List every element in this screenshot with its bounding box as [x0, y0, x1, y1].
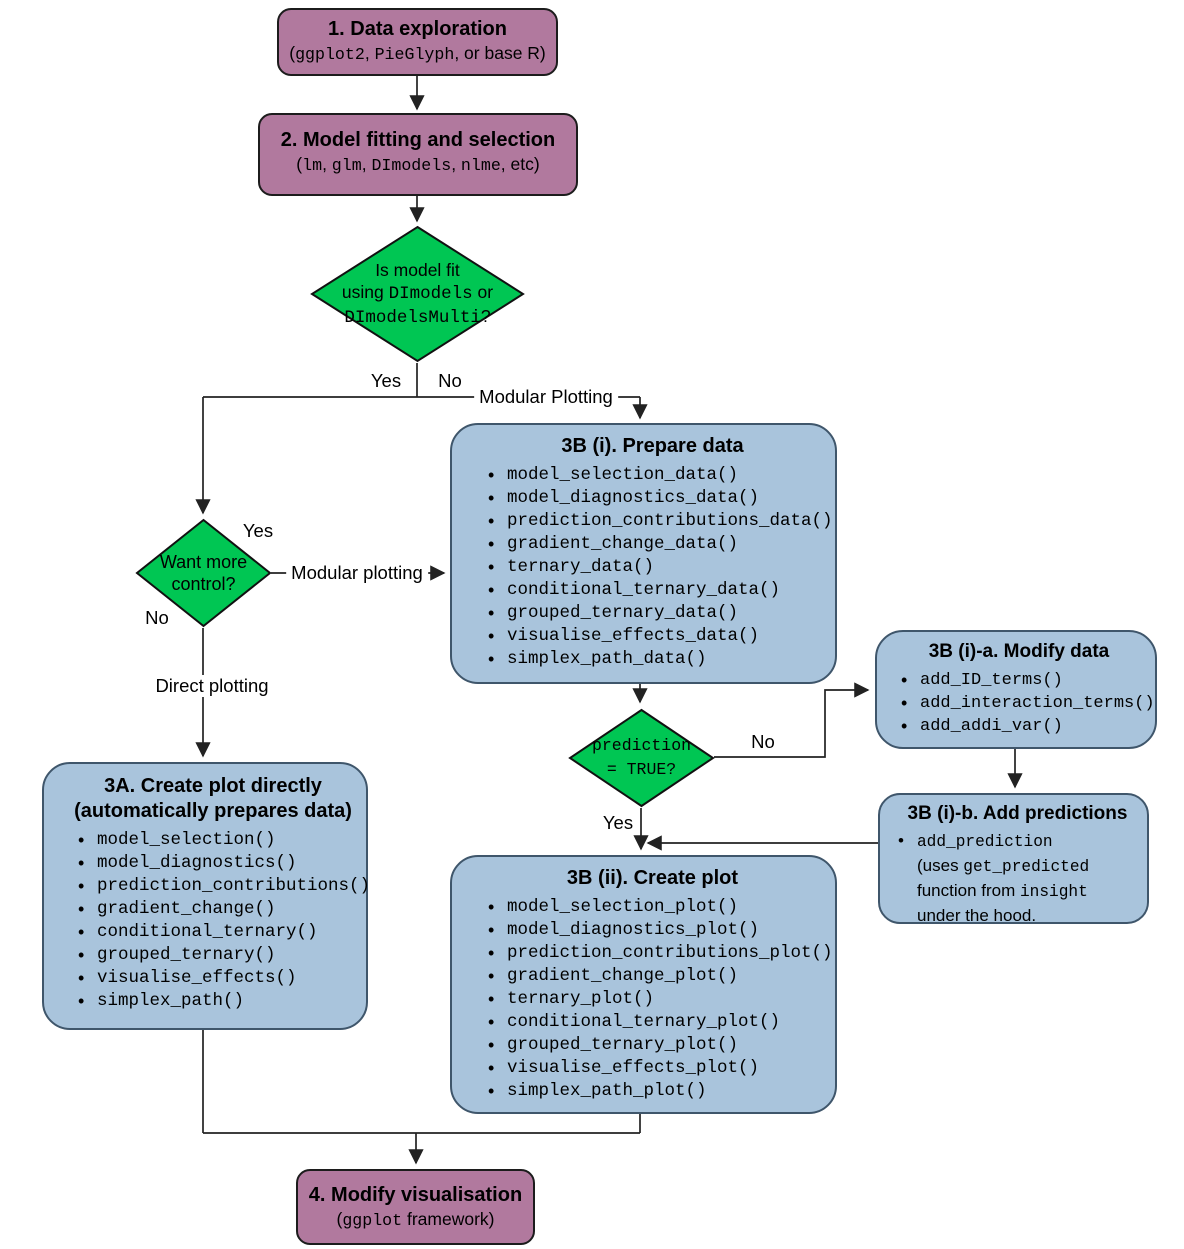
node-title: 3B (ii). Create plot — [566, 867, 739, 889]
node-title: 4. Modify visualisation — [308, 1184, 523, 1206]
function-list-item: model_selection_plot() — [486, 896, 835, 919]
node-title: 2. Model fitting and selection — [280, 129, 556, 151]
function-list-item: visualise_effects_plot() — [486, 1057, 835, 1080]
function-list-item: conditional_ternary_data() — [486, 579, 835, 602]
function-list-item: gradient_change() — [76, 898, 366, 921]
function-list-item: simplex_path_plot() — [486, 1080, 835, 1103]
function-list-item: model_selection() — [76, 829, 366, 852]
edge-label-yes-d2: Yes — [237, 520, 279, 542]
decision-is-dimodels-fit: Is model fit using DImodels or DImodelsM… — [310, 225, 525, 363]
node-1-data-exploration: 1. Data exploration (ggplot2, PieGlyph, … — [277, 8, 558, 76]
node-title: 1. Data exploration — [328, 18, 507, 40]
decision-text: Is model fit using DImodels or DImodelsM… — [341, 260, 494, 328]
function-list-item: add_addi_var() — [899, 715, 1155, 738]
edge-label-modular-plotting-top: Modular Plotting — [474, 386, 618, 408]
node-subtitle: (ggplot framework) — [336, 1209, 495, 1230]
decision-want-more-control: Want more control? — [135, 518, 272, 628]
function-list-item: add_ID_terms() — [899, 669, 1155, 692]
edge-label-no-d3: No — [746, 731, 780, 753]
node-3bii-create-plot: 3B (ii). Create plot model_selection_plo… — [450, 855, 837, 1114]
function-list-item: prediction_contributions_plot() — [486, 942, 835, 965]
node-3a-create-plot-directly: 3A. Create plot directly (automatically … — [42, 762, 370, 1030]
function-list-item: conditional_ternary_plot() — [486, 1011, 835, 1034]
node-title-line2: (automatically prepares data) — [74, 800, 352, 822]
node-title: 3B (i)-b. Add predictions — [907, 803, 1128, 824]
node-title: 3B (i). Prepare data — [561, 435, 744, 457]
function-list-item: gradient_change_data() — [486, 533, 835, 556]
function-list-item: simplex_path() — [76, 990, 366, 1013]
function-list-item: model_diagnostics() — [76, 852, 366, 875]
diamond-shape — [310, 225, 525, 363]
function-list: model_selection_plot() model_diagnostics… — [470, 896, 835, 1103]
function-list-item: prediction_contributions_data() — [486, 510, 835, 533]
function-list-item: grouped_ternary_plot() — [486, 1034, 835, 1057]
edge-label-yes-d3: Yes — [597, 812, 639, 834]
function-list-item: grouped_ternary() — [76, 944, 366, 967]
diamond-shape — [135, 518, 272, 628]
function-list-item: conditional_ternary() — [76, 921, 366, 944]
edge-label-modular-plotting-left: Modular plotting — [286, 562, 428, 584]
decision-text: Want more control? — [159, 552, 248, 594]
decision-prediction-true: prediction = TRUE? — [568, 708, 715, 808]
node-3bib-add-predictions: 3B (i)-b. Add predictions add_prediction… — [878, 793, 1149, 927]
node-2-model-fitting: 2. Model fitting and selection (lm, glm,… — [258, 113, 578, 196]
function-list-item: ternary_plot() — [486, 988, 835, 1011]
function-list-item: model_diagnostics_plot() — [486, 919, 835, 942]
edge-label-yes-d1: Yes — [365, 370, 407, 392]
function-list-item: gradient_change_plot() — [486, 965, 835, 988]
function-note: add_prediction (uses get_predicted funct… — [896, 829, 1147, 927]
function-list: model_selection() model_diagnostics() pr… — [60, 829, 370, 1013]
function-list-item: model_diagnostics_data() — [486, 487, 835, 510]
edge-label-direct-plotting: Direct plotting — [150, 675, 274, 697]
function-list-item: model_selection_data() — [486, 464, 835, 487]
function-list-item: visualise_effects_data() — [486, 625, 835, 648]
diamond-shape — [568, 708, 715, 808]
function-list-item: visualise_effects() — [76, 967, 366, 990]
edge-label-no-d2: No — [140, 607, 174, 629]
node-title: 3A. Create plot directly — [104, 775, 322, 797]
decision-text: prediction = TRUE? — [591, 736, 692, 779]
function-list-item: grouped_ternary_data() — [486, 602, 835, 625]
node-title: 3B (i)-a. Modify data — [928, 641, 1110, 662]
function-list-item: add_interaction_terms() — [899, 692, 1155, 715]
function-list: add_ID_terms() add_interaction_terms() a… — [883, 669, 1155, 738]
function-list-item: prediction_contributions() — [76, 875, 370, 898]
edge-label-no-d1: No — [433, 370, 467, 392]
node-subtitle: (ggplot2, PieGlyph, or base R) — [289, 43, 546, 64]
function-list-item: ternary_data() — [486, 556, 835, 579]
function-list: model_selection_data() model_diagnostics… — [470, 464, 835, 671]
edge-d3-no-3bia — [714, 682, 870, 758]
node-4-modify-visualisation: 4. Modify visualisation (ggplot framewor… — [296, 1169, 535, 1245]
node-subtitle: (lm, glm, DImodels, nlme, etc) — [296, 154, 540, 175]
node-3bi-prepare-data: 3B (i). Prepare data model_selection_dat… — [450, 423, 837, 684]
node-3bia-modify-data: 3B (i)-a. Modify data add_ID_terms() add… — [875, 630, 1157, 749]
function-list-item: simplex_path_data() — [486, 648, 835, 671]
